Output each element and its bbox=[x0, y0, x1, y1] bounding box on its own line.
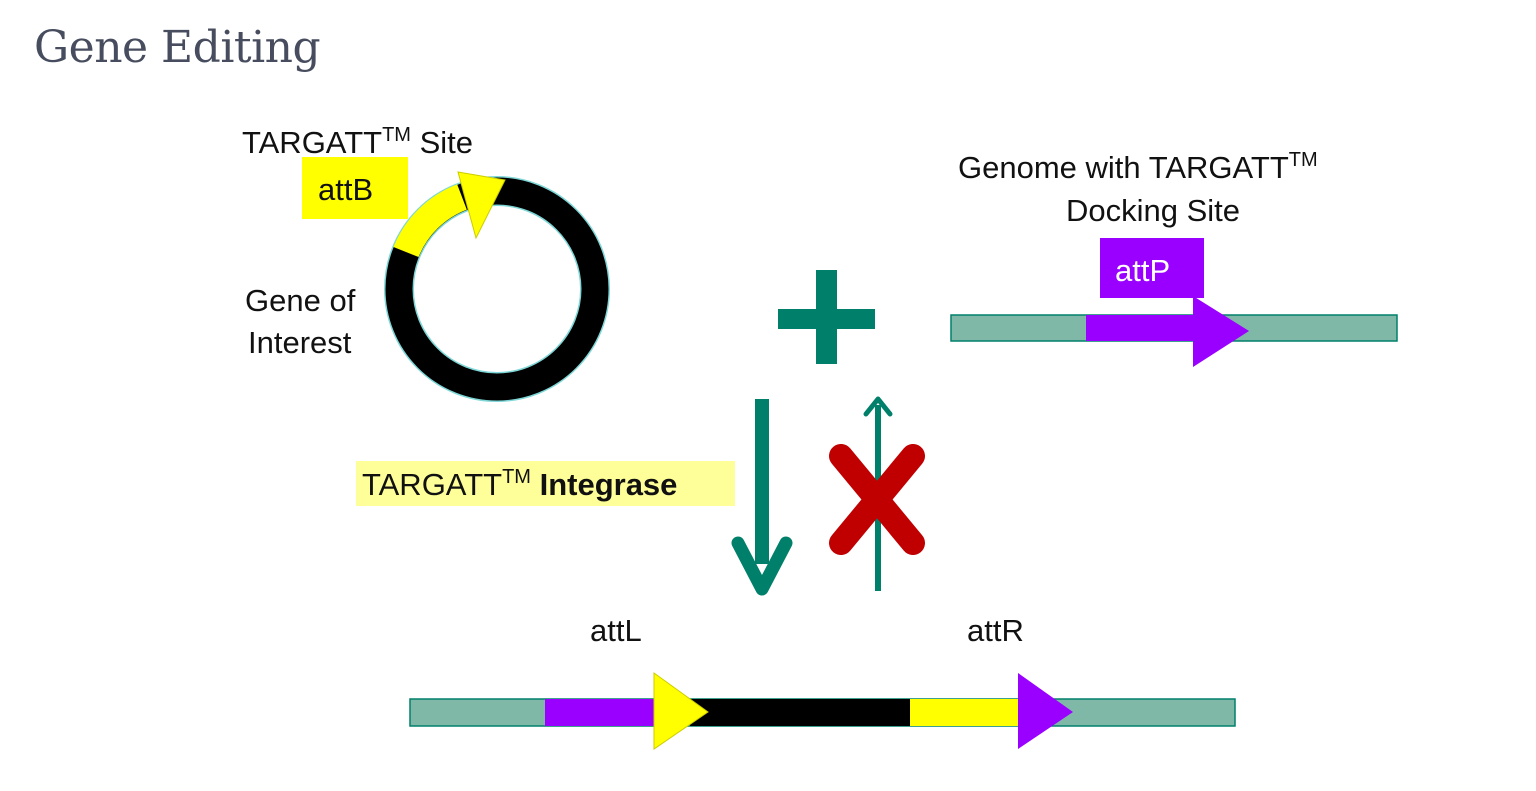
genome-dna bbox=[950, 296, 1398, 367]
attb-ring-segment bbox=[393, 184, 468, 258]
gene-segment bbox=[690, 699, 910, 726]
attp-label: attP bbox=[1115, 253, 1170, 288]
attr-purple-arrowhead bbox=[1018, 673, 1073, 749]
attb-arrowhead bbox=[457, 171, 506, 240]
attl-label: attL bbox=[590, 613, 642, 648]
gene-of-interest-label-line2: Interest bbox=[248, 325, 352, 360]
gene-of-interest-label-line1: Gene of bbox=[245, 283, 356, 318]
attb-label: attB bbox=[318, 172, 373, 207]
product-dna bbox=[409, 672, 1236, 750]
blocked-x-icon bbox=[829, 444, 925, 555]
attr-yellow-segment bbox=[910, 699, 1020, 726]
page-title: Gene Editing bbox=[34, 22, 321, 73]
attl-purple-segment bbox=[545, 699, 655, 726]
plasmid-site-label: TARGATTTM Site bbox=[242, 124, 473, 160]
integrase-label: TARGATTTM Integrase bbox=[362, 466, 677, 502]
plus-icon bbox=[778, 270, 875, 364]
integrase-label-bg bbox=[356, 461, 735, 506]
attr-label: attR bbox=[967, 613, 1024, 648]
attp-box bbox=[1100, 238, 1204, 298]
attl-yellow-arrowhead bbox=[653, 672, 709, 750]
down-arrow-icon bbox=[731, 399, 793, 596]
attb-box bbox=[302, 157, 408, 219]
plasmid bbox=[384, 171, 610, 402]
genome-label-line1: Genome with TARGATTTM bbox=[958, 149, 1318, 185]
attp-segment bbox=[1086, 315, 1196, 341]
genome-label-line2: Docking Site bbox=[1066, 193, 1240, 228]
attp-arrowhead bbox=[1193, 296, 1249, 367]
